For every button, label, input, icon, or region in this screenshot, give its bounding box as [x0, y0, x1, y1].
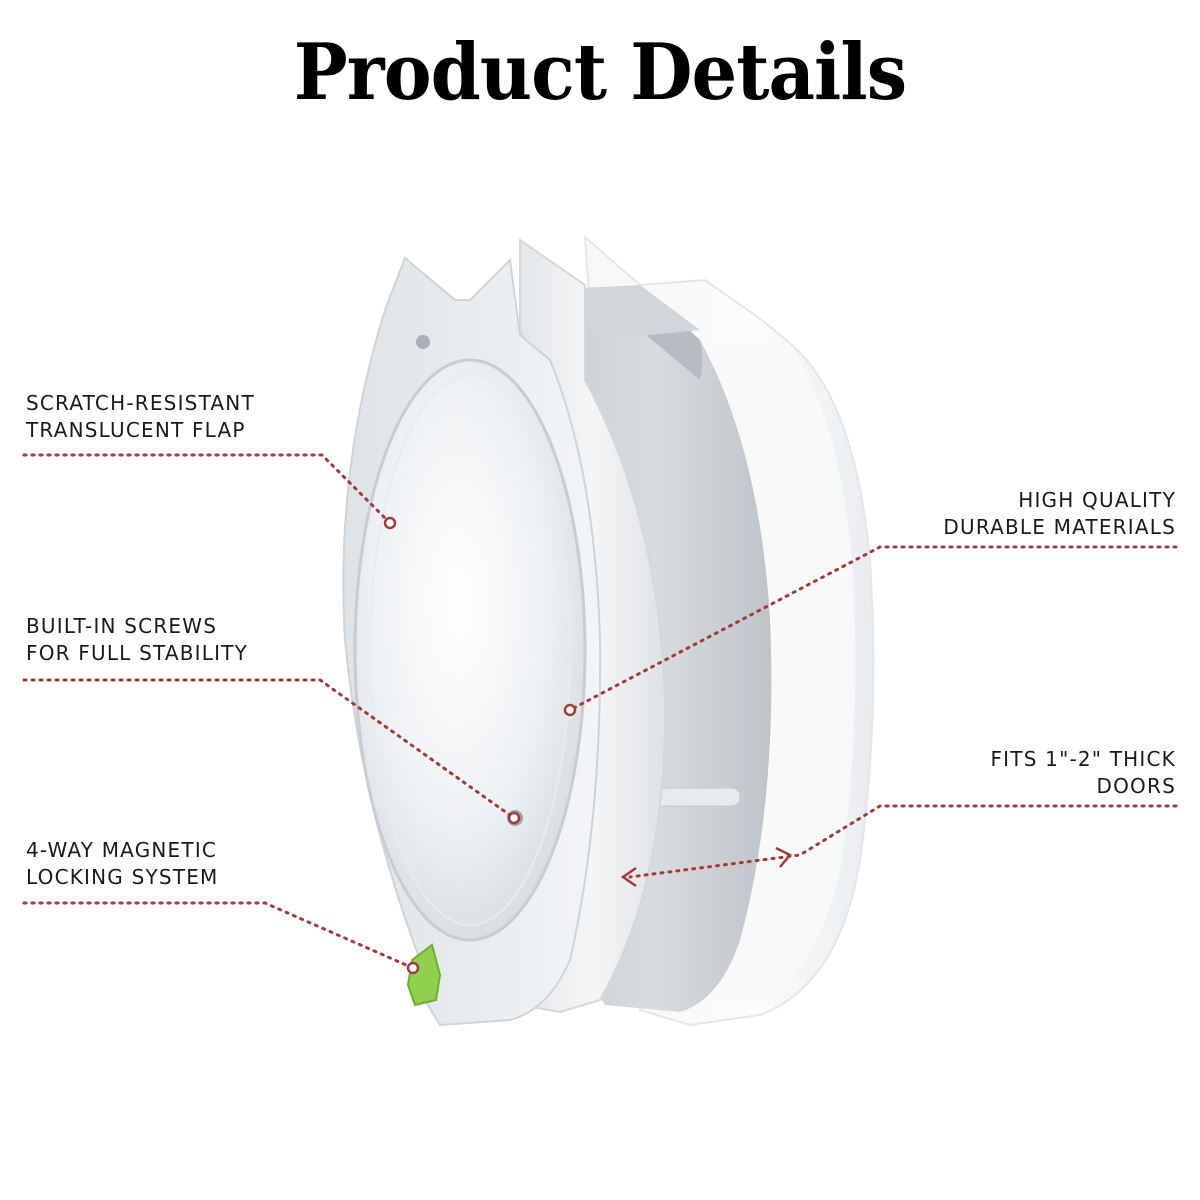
marker-materials — [563, 703, 577, 717]
callout-line-flap — [22, 453, 392, 525]
callout-screws-line2: FOR FULL STABILITY — [26, 641, 249, 665]
callout-locking-line1: 4-WAY MAGNETIC — [26, 838, 218, 862]
callout-scratch-flap-line2: TRANSLUCENT FLAP — [26, 418, 246, 442]
callout-scratch-flap-line1: SCRATCH-RESISTANT — [26, 391, 255, 415]
callout-line-locking — [22, 901, 415, 970]
door-width-arrows — [620, 846, 792, 888]
callout-screws: BUILT-IN SCREWS FOR FULL STABILITY — [26, 613, 248, 667]
page-title: Product Details — [293, 27, 907, 118]
callout-door-fit-line2: DOORS — [1096, 774, 1176, 798]
callout-locking-line2: LOCKING SYSTEM — [26, 865, 219, 889]
callout-locking: 4-WAY MAGNETIC LOCKING SYSTEM — [26, 837, 218, 891]
callout-screws-line1: BUILT-IN SCREWS — [26, 614, 218, 638]
callout-line-screws — [22, 678, 516, 820]
flap — [353, 358, 587, 942]
callout-line-door — [628, 804, 1178, 879]
marker-screws — [507, 811, 521, 825]
callout-materials-line2: DURABLE MATERIALS — [943, 515, 1176, 539]
latch-dial — [406, 943, 442, 1007]
callout-line-materials — [568, 545, 1178, 712]
callout-door-fit-line1: FITS 1"-2" THICK — [990, 747, 1176, 771]
callout-materials-line1: HIGH QUALITY — [1018, 488, 1176, 512]
marker-locking — [406, 961, 420, 975]
callout-lines — [22, 453, 1178, 970]
marker-flap — [383, 516, 397, 530]
flap-assembly — [342, 256, 602, 1027]
callout-door-fit: FITS 1"-2" THICK DOORS — [990, 746, 1176, 800]
callout-materials: HIGH QUALITY DURABLE MATERIALS — [943, 487, 1176, 541]
callout-scratch-flap: SCRATCH-RESISTANT TRANSLUCENT FLAP — [26, 390, 255, 444]
callout-markers — [383, 516, 577, 975]
